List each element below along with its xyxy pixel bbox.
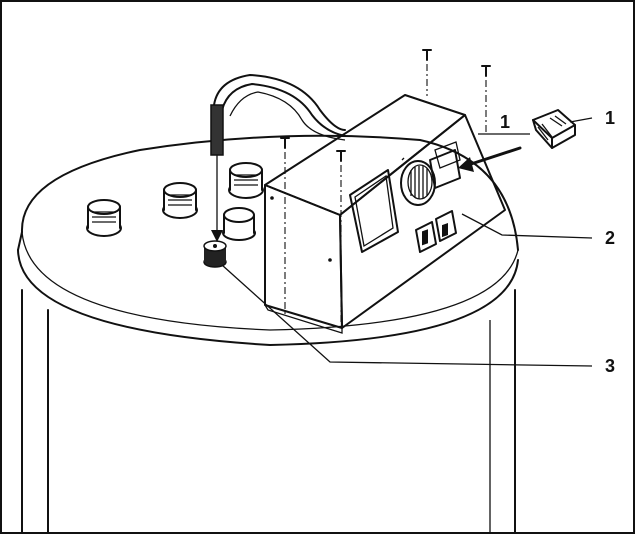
callout-3: 3 xyxy=(605,356,615,376)
control-box xyxy=(264,94,506,334)
plug-slot xyxy=(429,149,461,189)
screw-1 xyxy=(422,49,432,96)
power-switch-2 xyxy=(435,210,457,242)
screw-2 xyxy=(481,65,491,132)
probe-body xyxy=(210,104,224,156)
sensor-socket xyxy=(203,240,227,268)
pipe-connector-4 xyxy=(222,207,256,241)
insert-arrow-head xyxy=(211,230,223,242)
lid-rim-lower xyxy=(17,249,519,346)
water-tank xyxy=(17,134,519,534)
screw-3 xyxy=(280,137,290,315)
display-window xyxy=(349,169,399,253)
power-switch-1 xyxy=(415,221,437,253)
leader-line-3 xyxy=(221,264,593,367)
callout-1-inner: 1 xyxy=(500,112,510,132)
sensor-cable xyxy=(213,74,346,131)
lid-top-edge xyxy=(20,134,519,251)
pipe-connector-1 xyxy=(86,199,122,237)
pipe-connector-2 xyxy=(162,182,198,219)
wiring-plug xyxy=(532,109,576,149)
lid-inner-edge xyxy=(21,231,519,331)
mounting-screws xyxy=(280,49,491,325)
box-top-face xyxy=(264,94,466,216)
sensor-probe xyxy=(210,74,346,242)
plug-insert-arrow xyxy=(458,146,522,172)
callout-2: 2 xyxy=(605,228,615,248)
pipe-connector-3 xyxy=(228,162,264,199)
box-front-face xyxy=(339,114,506,329)
callout-1: 1 xyxy=(605,108,615,128)
leader-line-1 xyxy=(569,117,593,123)
box-left-face xyxy=(264,184,343,329)
leader-line-2 xyxy=(461,213,593,239)
screw-4 xyxy=(336,150,346,325)
